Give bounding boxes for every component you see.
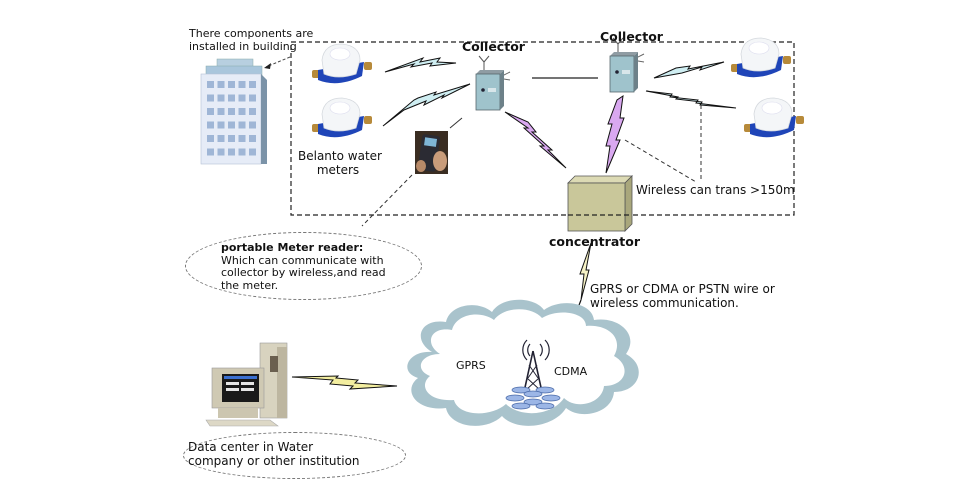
building-window	[207, 94, 214, 102]
building-window	[217, 108, 225, 115]
water-meter-2	[312, 97, 372, 138]
tower-base-plate	[541, 394, 561, 402]
portable-reader-text: portable Meter reader: Which can communi…	[221, 241, 386, 293]
building-window	[249, 121, 256, 129]
collector-right-label: Collector	[600, 29, 663, 44]
collector-right-icon	[609, 37, 645, 93]
tower-base-plate	[511, 402, 531, 410]
uplink-label-line-2: wireless communication.	[590, 295, 739, 310]
building-window	[207, 108, 214, 115]
wireless-link-datacenter	[291, 375, 398, 390]
building-note-line-1: There components are	[189, 27, 314, 40]
tower-base-plate	[535, 386, 555, 394]
concentrator-label: concentrator	[549, 234, 640, 249]
uplink-label-line-1: GPRS or CDMA or PSTN wire or	[590, 282, 775, 296]
building-window	[249, 94, 256, 102]
building-window	[249, 135, 256, 142]
building-window	[228, 108, 235, 115]
building-window	[228, 94, 235, 102]
wireless-link-meter1	[384, 56, 457, 73]
wireless-link-meter2	[382, 83, 471, 127]
building-boundary	[290, 41, 795, 216]
wireless-link-meter3	[653, 61, 725, 79]
water-meter-3	[731, 37, 791, 78]
collector-left-label: Collector	[462, 39, 525, 54]
building-note: There components are installed in buildi…	[189, 27, 314, 53]
reader-pointer-top	[449, 117, 463, 129]
collector-left-icon	[475, 55, 511, 111]
data-center-line-1: Data center in Water	[188, 440, 314, 454]
meters-label: Belanto water meters	[298, 149, 382, 178]
portable-reader-line-1: Which can communicate with	[221, 253, 384, 267]
building-window	[238, 81, 246, 88]
tower-base-plate	[505, 394, 525, 402]
tower-base-plate	[523, 390, 543, 398]
water-meter-1	[312, 43, 372, 84]
building-window	[207, 81, 214, 88]
meters-label-line-1: Belanto water	[298, 149, 382, 163]
building-window	[238, 135, 246, 142]
building-window	[238, 121, 246, 129]
water-meter-4	[744, 97, 804, 138]
building-window	[228, 148, 235, 156]
building-icon	[200, 58, 267, 165]
meters-label-line-2: meters	[316, 162, 360, 177]
building-window	[238, 148, 246, 156]
building-window	[207, 148, 214, 156]
cloud-cdma-label: CDMA	[554, 365, 588, 378]
portable-reader-line-2: collector by wireless,and read	[221, 266, 386, 280]
network-cloud	[407, 299, 639, 426]
building-window	[217, 94, 225, 102]
data-center-label: Data center in Water company or other in…	[188, 440, 360, 469]
tower-base-plate	[523, 398, 543, 406]
tower-base-plate	[511, 386, 531, 394]
cloud-gprs-label: GPRS	[456, 359, 486, 372]
building-window	[249, 108, 256, 115]
building-window	[228, 81, 235, 88]
building-window	[238, 94, 246, 102]
building-window	[228, 135, 235, 142]
building-window	[217, 81, 225, 88]
portable-reader-callout	[185, 232, 422, 300]
building-window	[238, 108, 246, 115]
data-center-line-2: company or other institution	[188, 453, 360, 468]
reader-pointer	[361, 174, 413, 227]
building-window	[207, 121, 214, 129]
wireless-link-collector-left	[504, 111, 567, 169]
wireless-link-meter4	[645, 90, 737, 109]
uplink-label: GPRS or CDMA or PSTN wire or wireless co…	[590, 282, 775, 311]
building-window	[249, 81, 256, 88]
concentrator-icon	[567, 175, 633, 232]
data-center-computer-icon	[205, 342, 288, 427]
building-window	[228, 121, 235, 129]
tower-base-plate	[535, 402, 555, 410]
cell-tower-icon	[505, 339, 561, 410]
building-window	[249, 148, 256, 156]
wireless-link-collector-right	[605, 94, 625, 174]
wireless-range-label: Wireless can trans >150m	[636, 183, 795, 197]
data-center-callout	[183, 432, 406, 479]
portable-reader-icon	[415, 131, 448, 174]
portable-reader-title: portable Meter reader:	[221, 241, 364, 254]
building-note-line-2: installed in building	[189, 39, 297, 53]
building-window	[217, 135, 225, 142]
building-window	[207, 135, 214, 142]
range-pointer-1	[624, 139, 697, 183]
building-window	[217, 121, 225, 129]
building-window	[217, 148, 225, 156]
portable-reader-line-3: the meter.	[221, 278, 279, 292]
